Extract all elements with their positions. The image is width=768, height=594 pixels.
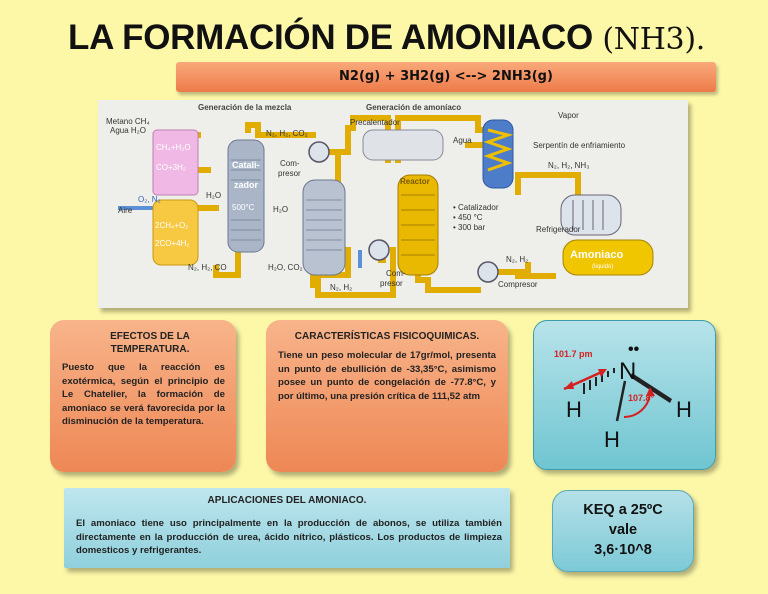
compressor-right [477,261,499,283]
label-catalizador-2: zador [234,180,259,190]
absorption-column [302,179,346,276]
angle-label: 107.8° [628,393,655,403]
lone-pair: •• [628,341,640,358]
angle-arrow-head [646,387,655,396]
label-agua-right: Agua [453,136,472,145]
label-o2-n2: O₂, N₂ [138,195,161,204]
compressor-2 [368,239,390,261]
process-diagram-svg: Generación de la mezcla Generación de am… [106,103,654,298]
label-metano: Metano CH₄ [106,117,150,126]
label-co-3h2: CO+3H₂ [156,163,186,172]
keq-line-3: 3,6·10^8 [594,542,652,558]
label-n2-h2-co: N₂, H₂, CO [188,263,227,272]
ammonia-molecule-panel: •• N H H H 101.7 pm 107.8° [533,320,716,470]
atom-h-left: H [566,397,582,422]
keq-line-1: KEQ a 25ºC [583,502,663,518]
label-n2-h2-r: N₂, H₂ [506,255,528,264]
label-aire: Aire [118,206,133,215]
label-h2o-co2: H₂O, CO₂ [268,263,303,272]
diagram-header-left: Generación de la mezcla [198,103,292,112]
ammonia-process-diagram: Generación de la mezcla Generación de am… [98,100,688,308]
compressor-1 [308,141,330,163]
arrow-head-right [598,369,607,377]
label-temp-500: 500°C [232,203,255,212]
blue-pipes [118,206,362,268]
physicochemical-panel-title: CARACTERÍSTICAS FISICOQUIMICAS. [294,331,480,342]
label-refrigerador: Refrigerador [536,225,581,234]
temperature-panel-body: Puesto que la reacción es exotérmica, se… [62,362,225,427]
label-precalentador: Precalentador [350,118,400,127]
angle-arc [623,392,651,419]
temperature-panel-title: EFECTOS DE LA TEMPERATURA. [110,331,190,355]
refrigerator-lines [572,200,604,230]
label-n2-h2-nh3: N₂, H₂, NH₃ [548,161,589,170]
applications-panel: APLICACIONES DEL AMONIACO. El amoniaco t… [64,488,510,568]
catalyst-hatching [231,159,261,241]
applications-panel-body: El amoniaco tiene uso principalmente en … [76,518,502,556]
refrigerator [560,194,622,236]
label-vapor: Vapor [558,111,579,120]
label-h2o-2: H₂O [273,205,288,214]
secondary-reformer [152,199,199,266]
label-n2-h2-co2: N₂, H₂, CO₂ [266,129,308,138]
ammonia-tank [562,239,654,276]
physicochemical-panel-body: Tiene un peso molecular de 17gr/mol, pre… [278,350,496,402]
label-compresor-2b: presor [380,279,403,288]
label-compresor-1a: Com- [280,159,300,168]
label-compresor-2a: Com- [386,269,406,278]
label-compresor-1b: presor [278,169,301,178]
label-ch4-h2o: CH₄+H₂O [156,143,191,152]
reactor-hatching [401,194,435,256]
atom-h-bottom: H [604,427,620,452]
bond-bottom [615,380,627,422]
physicochemical-panel: CARACTERÍSTICAS FISICOQUIMICAS. Tiene un… [266,320,508,472]
title-formula: (NH3). [602,22,705,57]
label-serpentin: Serpentín de enfriamiento [533,141,626,150]
molecule-svg: •• N H H H 101.7 pm 107.8° [554,341,692,452]
absorption-hatching [306,199,342,251]
applications-panel-title: APLICACIONES DEL AMONIACO. [207,495,367,506]
atom-n: N [619,358,636,385]
label-n2-h2: N₂, H₂ [330,283,352,292]
wedge-bond-right [630,373,672,403]
label-liquido: (liquido) [592,264,613,270]
label-h2o-1: H₂O [206,191,221,200]
temperature-effects-panel: EFECTOS DE LA TEMPERATURA. Puesto que la… [50,320,236,472]
label-agua-left: Agua H₂O [110,126,146,135]
label-pressure: • 300 bar [453,223,485,232]
arrow-head-left [564,381,574,389]
label-reactor: Reactor [400,177,430,186]
diagram-header-right: Generación de amoníaco [366,103,461,112]
label-amoniaco: Amoniaco [570,249,623,261]
page-title: LA FORMACIÓN DE AMONIACO (NH3). [68,18,705,58]
catalyst-column [227,139,265,253]
atom-h-right: H [676,397,692,422]
title-main: LA FORMACIÓN DE AMONIACO [68,18,593,57]
primary-reformer [152,129,199,196]
coil-zigzag [483,128,514,172]
keq-line-2: vale [608,522,638,538]
keq-panel: KEQ a 25ºC vale 3,6·10^8 [552,490,694,572]
label-temp-450: • 450 °C [453,213,483,222]
reaction-equation-banner: N2(g) + 3H2(g) <--> 2NH3(g) [176,62,716,92]
label-catalizador-1: Catali- [232,160,260,170]
label-co-4h2: 2CO+4H₂ [155,239,189,248]
label-compresor-r: Compresor [498,280,538,289]
keq-text: KEQ a 25ºC vale 3,6·10^8 [553,500,693,560]
bond-length-label: 101.7 pm [554,349,593,359]
label-catalizador-r: • Catalizador [453,203,499,212]
preheater [362,129,444,161]
label-ch4-o2: 2CH₄+O₂ [155,221,188,230]
